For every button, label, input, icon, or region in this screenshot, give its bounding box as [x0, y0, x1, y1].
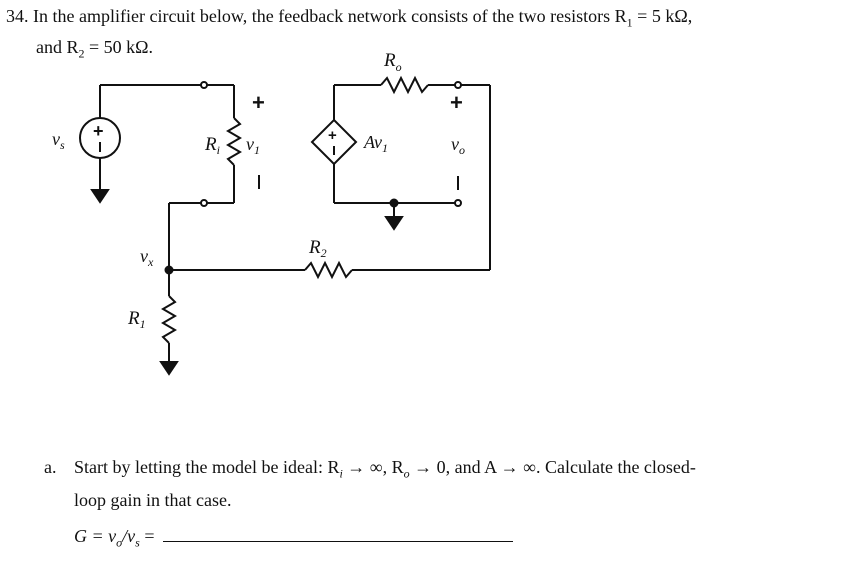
- label-vo: vo: [451, 134, 465, 157]
- label-v1: v1: [246, 134, 260, 157]
- ground-icon: [90, 189, 110, 204]
- part-a: a. Start by letting the model be ideal: …: [44, 454, 804, 513]
- question-number: 34.: [6, 6, 29, 26]
- part-a-label: a.: [44, 457, 57, 477]
- dep-source-plus-sign: +: [328, 127, 337, 144]
- resistor-r2-icon: [304, 260, 353, 280]
- resistor-ro-icon: [380, 75, 429, 95]
- source-plus-sign: +: [93, 121, 104, 141]
- label-vx: vx: [140, 246, 154, 269]
- v1-plus-sign: +: [252, 90, 265, 115]
- ground-icon: [159, 361, 179, 376]
- gain-answer-line: G = vo/vs =: [74, 526, 513, 551]
- answer-blank-input[interactable]: [162, 527, 513, 542]
- label-ri: Ri: [204, 134, 220, 157]
- vo-minus-sign: [457, 176, 459, 190]
- vo-plus-sign: +: [450, 90, 463, 115]
- resistor-ri-icon: [226, 117, 242, 166]
- label-vs: vs: [52, 129, 65, 152]
- question-line1: In the amplifier circuit below, the feed…: [33, 6, 693, 30]
- resistor-r1-icon: [161, 295, 177, 344]
- question-text: 34. In the amplifier circuit below, the …: [6, 4, 842, 65]
- ground-icon: [384, 216, 404, 231]
- label-r2: R2: [308, 237, 327, 260]
- v1-minus-sign: [258, 175, 260, 189]
- label-r1: R1: [127, 308, 146, 331]
- label-av1: Av1: [363, 132, 388, 155]
- question-line2: and R2 = 50 kΩ.: [36, 36, 154, 61]
- label-ro: Ro: [383, 50, 402, 74]
- part-a-text: Start by letting the model be ideal: Ri …: [74, 457, 696, 510]
